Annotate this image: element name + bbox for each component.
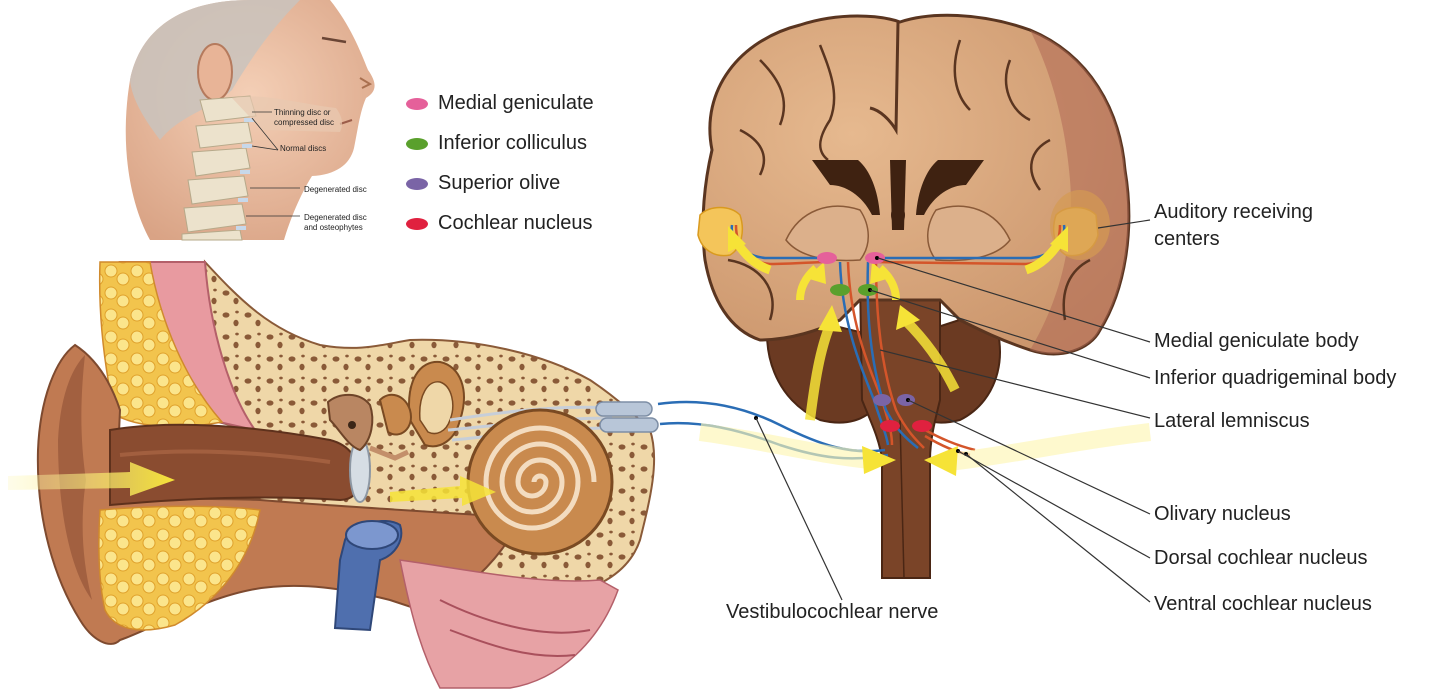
spine-label-osteophytes-line2: and osteophytes <box>304 222 363 232</box>
legend-swatch-medial-geniculate <box>406 97 428 110</box>
legend-label: Inferior colliculus <box>438 132 587 154</box>
legend-label: Medial geniculate <box>438 92 594 114</box>
legend-swatch-inferior-colliculus <box>406 137 428 150</box>
label-inferior-quadrigeminal-body: Inferior quadrigeminal body <box>1154 367 1397 389</box>
label-auditory-line1: Auditory receiving <box>1154 201 1313 223</box>
legend-item-inferior-colliculus: Inferior colliculus <box>406 132 587 155</box>
label-medial-geniculate-body: Medial geniculate body <box>1154 330 1359 352</box>
label-lateral-lemniscus: Lateral lemniscus <box>1154 410 1310 432</box>
spine-label-thinning: Thinning disc or compressed disc <box>274 108 334 127</box>
brain-cross-section <box>697 13 1131 579</box>
legend-label: Superior olive <box>438 172 561 194</box>
label-dorsal-cochlear-nucleus: Dorsal cochlear nucleus <box>1154 547 1368 569</box>
legend-swatch-superior-olive <box>406 177 428 190</box>
legend-item-medial-geniculate: Medial geniculate <box>406 92 594 115</box>
legend-label: Cochlear nucleus <box>438 212 593 234</box>
spine-inset-illustration <box>116 0 378 241</box>
label-vestibulocochlear-nerve: Vestibulocochlear nerve <box>726 601 939 623</box>
legend-item-superior-olive: Superior olive <box>406 172 560 195</box>
legend-swatch-cochlear-nucleus <box>406 217 428 230</box>
spine-label-osteophytes: Degenerated disc and osteophytes <box>304 213 367 232</box>
spine-label-thinning-line2: compressed disc <box>274 117 335 127</box>
spine-label-normal-discs: Normal discs <box>280 144 327 153</box>
ear-illustration <box>36 259 659 689</box>
sound-arrows <box>8 226 1152 506</box>
label-leader-lines <box>755 219 1151 603</box>
spine-label-thinning-line1: Thinning disc or <box>274 108 331 117</box>
legend-item-cochlear-nucleus: Cochlear nucleus <box>406 212 593 235</box>
label-ventral-cochlear-nucleus: Ventral cochlear nucleus <box>1154 593 1372 615</box>
spine-label-osteophytes-line1: Degenerated disc <box>304 213 367 222</box>
nuclei-markers <box>754 252 968 456</box>
label-auditory-receiving-centers: Auditory receiving centers <box>1154 199 1313 253</box>
label-auditory-line2: centers <box>1154 228 1220 250</box>
spine-label-degenerated-disc: Degenerated disc <box>304 185 367 194</box>
label-olivary-nucleus: Olivary nucleus <box>1154 503 1291 525</box>
